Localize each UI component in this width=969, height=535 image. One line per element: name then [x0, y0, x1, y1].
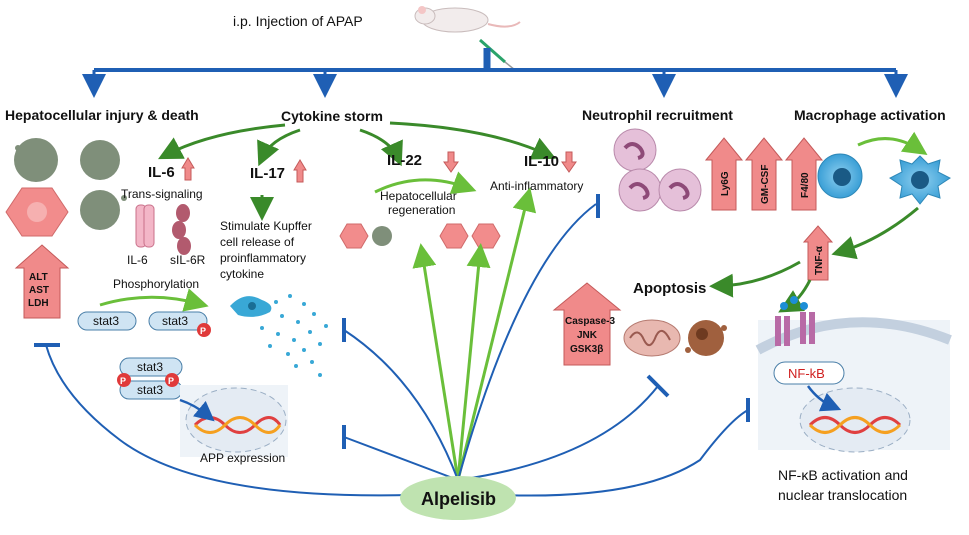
tnf-label: TNF-α — [814, 245, 825, 275]
macrophage-activation-arrow — [857, 131, 928, 155]
apoptotic-cell-icon — [685, 320, 727, 356]
damaged-hepatocytes — [5, 138, 127, 237]
tnf-receptor-icon — [775, 296, 815, 346]
cytokine-particles — [260, 294, 328, 377]
stat3-monomer — [77, 311, 137, 331]
enzyme-ast: AST — [29, 285, 49, 296]
stat3-dimer-label-bottom: stat3 — [137, 383, 163, 397]
mitochondrion-icon — [623, 319, 681, 357]
stat3-label-1: stat3 — [93, 314, 119, 328]
il17-up-arrow — [293, 159, 307, 183]
il6-up-arrow — [181, 157, 195, 181]
stat3-dimer-label-top: stat3 — [137, 360, 163, 374]
kupffer-line-3: proinflammatory — [220, 251, 306, 265]
apoptosis-label: Apoptosis — [633, 280, 706, 297]
app-nucleus — [179, 385, 288, 457]
kupffer-line-2: cell release of — [220, 235, 295, 249]
header-cytokine-storm: Cytokine storm — [281, 108, 383, 124]
marker-f480: F4/80 — [800, 172, 811, 198]
trans-signaling-label: Trans-signaling — [121, 187, 203, 201]
regeneration-line-1: Hepatocellular — [380, 189, 457, 203]
kupffer-cell-icon — [230, 296, 272, 317]
tnf-to-receptor-arrow — [778, 279, 812, 313]
marker-arrow-gmcsf — [744, 137, 784, 211]
marker-arrow-ly6g — [704, 137, 744, 211]
regenerating-hepatocytes — [339, 223, 501, 249]
nfkb-box — [773, 361, 845, 385]
marker-jnk: JNK — [577, 330, 598, 341]
sil6r-label: sIL-6R — [170, 253, 206, 267]
tnf-to-apoptosis-arrow — [709, 260, 801, 298]
marker-arrow-f480 — [784, 137, 824, 211]
header-macrophage: Macrophage activation — [794, 107, 946, 123]
header-hepatocellular: Hepatocellular injury & death — [5, 107, 199, 123]
stat3-dimer — [117, 357, 183, 400]
marker-ly6g: Ly6G — [720, 171, 731, 196]
apoptosis-markers-arrow — [552, 282, 622, 366]
neutrophil-cells — [613, 128, 702, 212]
stat3-label-2: stat3 — [162, 314, 188, 328]
app-expression-label: APP expression — [200, 451, 285, 465]
macrophage-activated — [889, 155, 951, 205]
macrophage-to-tnf-arrow — [831, 206, 919, 260]
marker-caspase3: Caspase-3 — [565, 316, 615, 327]
nfkb-translocation-arrow — [806, 385, 842, 412]
phospho-label-1: P — [200, 326, 206, 336]
nfkb-caption-line-1: NF-κB activation and — [778, 467, 908, 483]
il6-receptor-label: IL-6 — [127, 253, 148, 267]
alpelisib-node — [400, 476, 516, 520]
nfkb-caption-line-2: nuclear translocation — [778, 487, 907, 503]
phosphorylation-label: Phosphorylation — [113, 277, 199, 291]
il10-down-arrow — [561, 151, 577, 173]
il22-curve-arrow — [374, 171, 477, 194]
il6-receptor-icon — [135, 204, 155, 248]
il10-label: IL-10 — [524, 153, 559, 170]
stat3-phosphorylated — [148, 311, 211, 337]
liver-enzymes-up-arrow — [14, 244, 70, 319]
phospho-label-3: P — [168, 376, 174, 386]
alpelisib-inhibition-lines — [34, 194, 750, 497]
il22-down-arrow — [443, 151, 459, 173]
header-neutrophil: Neutrophil recruitment — [582, 107, 733, 123]
macrophage-resting — [817, 153, 863, 199]
marker-gmcsf: GM-CSF — [760, 165, 771, 204]
kupffer-line-4: cytokine — [220, 267, 264, 281]
nfkb-label: NF-kB — [788, 366, 825, 381]
anti-inflammatory-label: Anti-inflammatory — [490, 179, 583, 193]
regeneration-line-2: regeneration — [388, 203, 455, 217]
il17-label: IL-17 — [250, 165, 285, 182]
phosphorylation-arrow — [99, 288, 209, 312]
mouse-icon — [414, 6, 521, 71]
cytokine-storm-arrows — [158, 121, 557, 167]
phospho-label-2: P — [120, 376, 126, 386]
enzyme-alt: ALT — [29, 272, 48, 283]
marker-gsk3b: GSK3β — [570, 344, 603, 355]
alpelisib-green-arrows — [412, 187, 537, 481]
il6-label: IL-6 — [148, 164, 175, 181]
sil6r-icon — [172, 204, 191, 255]
injection-label: i.p. Injection of APAP — [233, 13, 363, 29]
enzyme-ldh: LDH — [28, 298, 49, 309]
kupffer-line-1: Stimulate Kupffer — [220, 219, 312, 233]
tnf-up-arrow — [802, 225, 834, 281]
il22-label: IL-22 — [387, 152, 422, 169]
alpelisib-label: Alpelisib — [421, 489, 496, 509]
distribution-bar — [82, 48, 908, 98]
